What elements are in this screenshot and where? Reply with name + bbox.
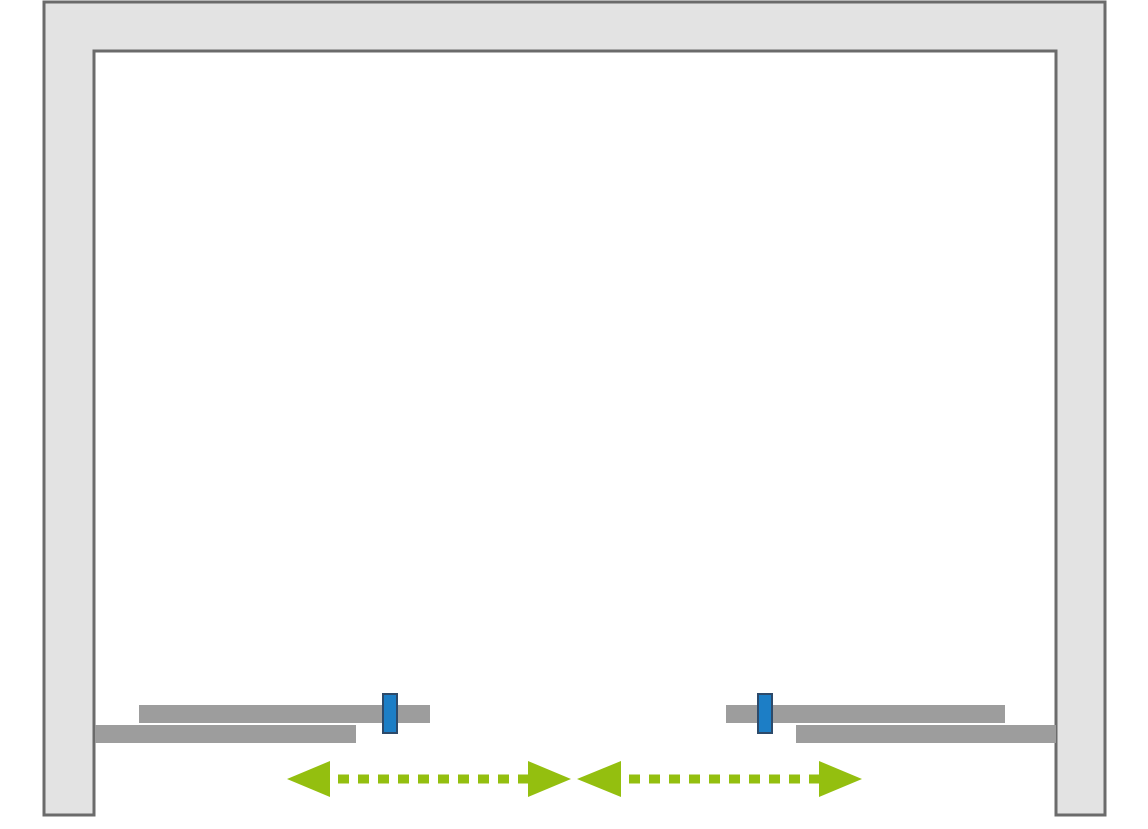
right-slide-arrow-icon [577, 761, 862, 797]
right-arrow-head-right [819, 761, 862, 797]
right-sliding-panel [726, 705, 1005, 723]
left-arrow-head-right [528, 761, 571, 797]
left-arrow-head-left [287, 761, 330, 797]
left-fixed-panel [95, 725, 356, 743]
right-arrow-head-left [577, 761, 621, 797]
left-door-group [95, 693, 430, 743]
right-door-handle-icon [757, 693, 773, 734]
left-door-handle-icon [382, 693, 398, 734]
right-door-group [726, 693, 1056, 743]
left-slide-arrow-icon [287, 761, 571, 797]
left-sliding-panel [139, 705, 430, 723]
wall-frame [42, 0, 1107, 817]
right-fixed-panel [796, 725, 1056, 743]
